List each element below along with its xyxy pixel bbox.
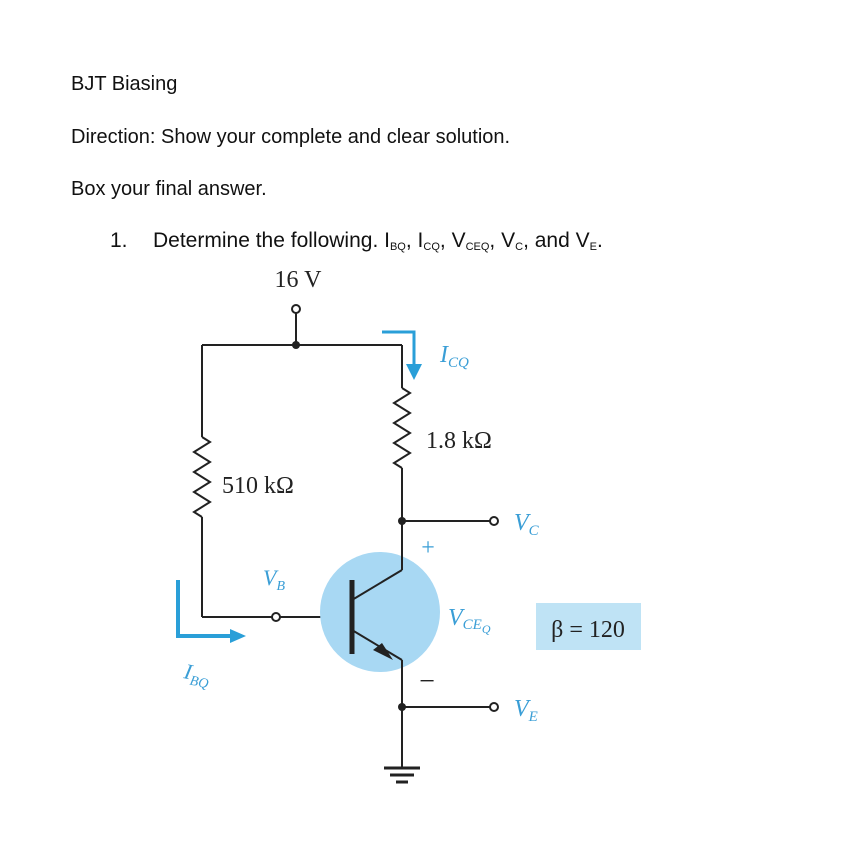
- beta-label: β = 120: [551, 617, 625, 643]
- base-resistor-label: 510 kΩ: [222, 473, 294, 499]
- emitter-junction-dot: [398, 703, 406, 711]
- ibq-arrow-icon: [230, 629, 246, 643]
- instruction-text: Box your final answer.: [71, 178, 267, 200]
- vceq-label: VCEQ: [448, 605, 491, 636]
- emitter-arrow-icon: [373, 643, 393, 660]
- icq-label: ICQ: [439, 342, 469, 371]
- direction-text: Direction: Show your complete and clear …: [71, 126, 511, 148]
- minus-sign: −: [419, 666, 435, 697]
- collector-resistor-label: 1.8 kΩ: [426, 428, 492, 454]
- ve-label: VE: [514, 696, 538, 725]
- question-prefix: Determine the following.: [153, 229, 385, 252]
- icq-arrow-path: [382, 330, 416, 365]
- term-vceq: VCEQ,: [451, 229, 502, 253]
- term-ve: VE.: [575, 229, 603, 253]
- question-1: 1. Determine the following. IBQ, ICQ, VCE…: [110, 229, 603, 253]
- term-ibq: IBQ,: [384, 229, 418, 253]
- icq-arrow-icon: [406, 364, 422, 380]
- transistor-collector-lead: [351, 569, 403, 601]
- ibq-label: IBQ: [180, 658, 212, 692]
- base-resistor: [192, 436, 212, 518]
- question-number: 1.: [110, 229, 128, 252]
- vc-terminal: [489, 516, 499, 526]
- top-junction-dot: [292, 341, 300, 349]
- ve-terminal: [489, 702, 499, 712]
- beta-box: [536, 603, 641, 650]
- plus-sign: +: [421, 535, 435, 561]
- ibq-arrow-path: [176, 580, 232, 638]
- supply-voltage-label: 16 V: [275, 267, 323, 293]
- term-vc: VC, and: [501, 229, 576, 253]
- transistor-circle: [320, 552, 440, 672]
- vc-label: VC: [514, 510, 540, 539]
- vb-label: VB: [263, 565, 285, 594]
- collector-resistor: [392, 387, 412, 469]
- vb-terminal: [271, 612, 281, 622]
- transistor-emitter-lead: [351, 629, 403, 661]
- term-icq: ICQ,: [417, 229, 452, 253]
- supply-terminal: [291, 304, 301, 314]
- document-title: BJT Biasing: [71, 73, 178, 95]
